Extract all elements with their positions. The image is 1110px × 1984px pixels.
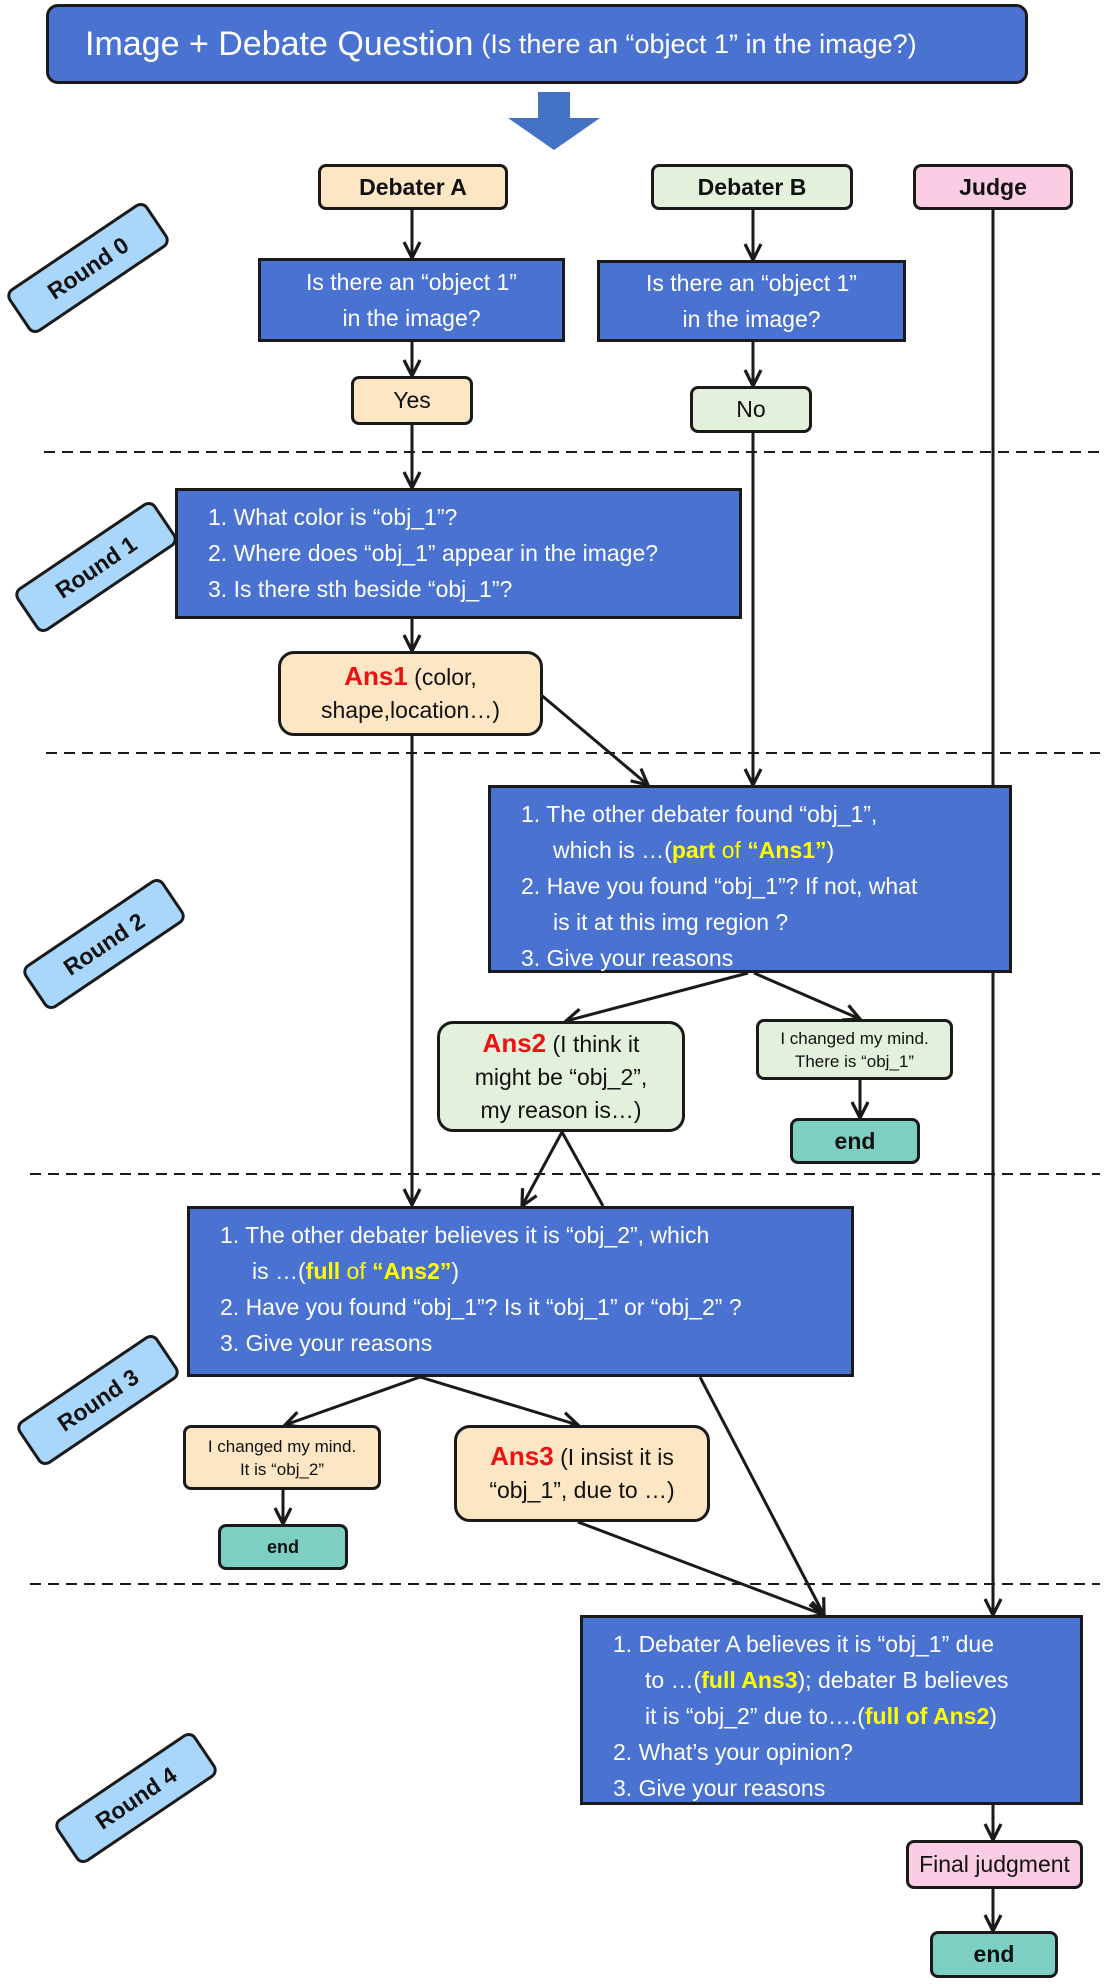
arrow (419, 1375, 578, 1425)
arrow (753, 971, 860, 1019)
arrow (698, 1376, 824, 1615)
round3-end: end (218, 1524, 348, 1570)
changed-line: It is “obj_2” (239, 1459, 325, 1479)
answer-no: No (690, 386, 812, 433)
question-line: in the image? (682, 306, 821, 332)
highlight-ans2: “Ans2” (372, 1258, 452, 1284)
question-text: ); debater B believes (797, 1667, 1009, 1693)
changed-line: There is “obj_1” (794, 1051, 915, 1071)
debater-a-header: Debater A (318, 164, 508, 210)
changed-line: I changed my mind. (780, 1028, 929, 1048)
title-box: Image + Debate Question (Is there an “ob… (46, 4, 1028, 84)
question-line: Is there an “object 1” (306, 269, 517, 295)
final-judgment: Final judgment (906, 1840, 1083, 1889)
highlight-part: part (671, 837, 716, 863)
question-item-continued: is it at this img region ? (553, 909, 789, 935)
question-item: 2. Have you found “obj_1”? If not, what (521, 873, 918, 899)
title-main: Image + Debate Question (85, 25, 474, 63)
ans1-label: Ans1 (344, 661, 408, 691)
question-line: in the image? (342, 305, 481, 331)
changed-line: I changed my mind. (207, 1436, 357, 1456)
round1-questions-box: 1. What color is “obj_1”? 2. Where does … (175, 488, 742, 619)
question-item: 3. Give your reasons (220, 1330, 433, 1356)
ans1-box: Ans1 (color, shape,location…) (278, 651, 543, 736)
big-down-arrow (508, 92, 600, 150)
round0-question-a: Is there an “object 1” in the image? (258, 258, 565, 342)
ans2-text-line2: might be “obj_2”, (474, 1063, 648, 1090)
question-item: 3. Give your reasons (521, 945, 734, 971)
arrow (566, 971, 749, 1021)
question-item: 3. Give your reasons (613, 1775, 826, 1801)
question-item: 1. Debater A believes it is “obj_1” due (613, 1631, 995, 1657)
ans2-box: Ans2 (I think it might be “obj_2”, my re… (437, 1021, 685, 1132)
round2-questions-box: 1. The other debater found “obj_1”, whic… (488, 785, 1012, 973)
highlight-full-ans3: full Ans3 (701, 1667, 798, 1693)
question-line: Is there an “object 1” (646, 270, 857, 296)
ans1-text: (color, (407, 664, 477, 690)
highlight-full-of-ans2: full of Ans2 (864, 1703, 990, 1729)
question-text: which is …( (553, 837, 672, 863)
arrow (285, 1375, 421, 1425)
highlight-of: of (340, 1258, 373, 1284)
ans3-box: Ans3 (I insist it is “obj_1”, due to …) (454, 1425, 710, 1522)
question-item: 2. Have you found “obj_1”? Is it “obj_1”… (220, 1294, 742, 1320)
round0-question-b: Is there an “object 1” in the image? (597, 260, 906, 342)
answer-yes: Yes (351, 376, 473, 425)
question-text: ) (451, 1258, 460, 1284)
question-item: 2. What’s your opinion? (613, 1739, 853, 1765)
arrow (539, 692, 648, 785)
question-text: it is “obj_2” due to….( (645, 1703, 865, 1729)
question-text: ) (826, 837, 835, 863)
ans2-text-line3: my reason is…) (480, 1096, 642, 1123)
judge-header: Judge (913, 164, 1073, 210)
round4-end: end (930, 1931, 1058, 1978)
round2-changed-mind: I changed my mind. There is “obj_1” (756, 1019, 953, 1080)
title-question: (Is there an “object 1” in the image?) (481, 29, 917, 59)
question-item: 1. What color is “obj_1”? (208, 504, 458, 530)
question-text: ) (989, 1703, 997, 1729)
ans3-text: (I insist it is (553, 1444, 674, 1470)
question-item: 3. Is there sth beside “obj_1”? (208, 576, 513, 602)
highlight-of: of (715, 837, 748, 863)
question-text: to …( (645, 1667, 702, 1693)
round4-judge-box: 1. Debater A believes it is “obj_1” due … (580, 1615, 1083, 1805)
arrow (522, 1131, 564, 1206)
debater-b-header: Debater B (651, 164, 853, 210)
ans3-label: Ans3 (490, 1441, 554, 1471)
question-item: 1. The other debater found “obj_1”, (521, 801, 878, 827)
highlight-full: full (305, 1258, 341, 1284)
round3-questions-box: 1. The other debater believes it is “obj… (187, 1206, 854, 1377)
question-item: 2. Where does “obj_1” appear in the imag… (208, 540, 659, 566)
question-item: 1. The other debater believes it is “obj… (220, 1222, 710, 1248)
ans3-text-line2: “obj_1”, due to …) (489, 1477, 675, 1503)
question-text: is …( (252, 1258, 306, 1284)
connector-line (560, 1131, 605, 1207)
ans1-text-line2: shape,location…) (321, 697, 500, 723)
ans2-text: (I think it (546, 1030, 640, 1057)
ans2-label: Ans2 (482, 1027, 547, 1058)
round3-changed-mind: I changed my mind. It is “obj_2” (183, 1425, 381, 1490)
arrow (577, 1520, 824, 1615)
round2-end: end (790, 1118, 920, 1164)
highlight-ans1: “Ans1” (747, 837, 827, 863)
